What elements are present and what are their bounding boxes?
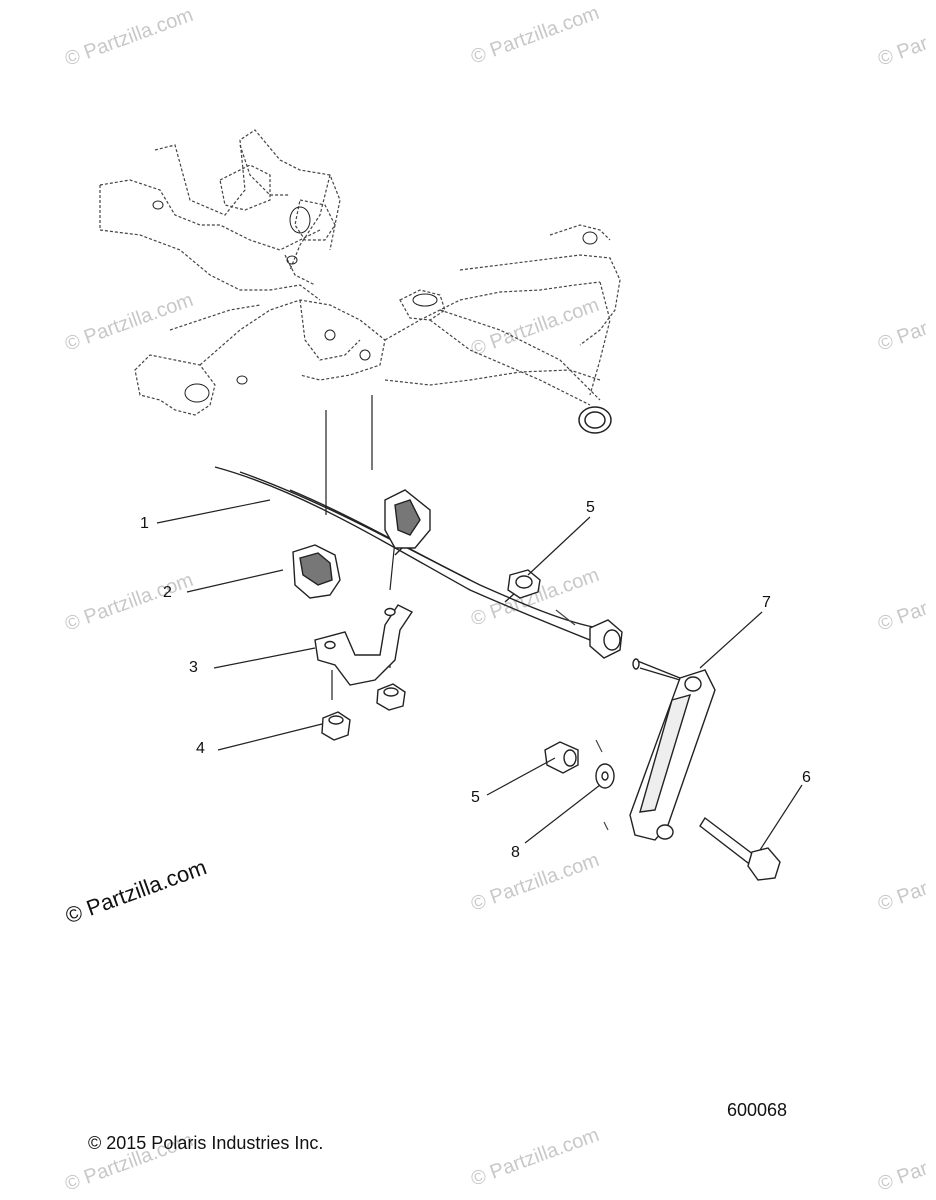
link-arm: [629, 658, 716, 841]
ball-joint: [578, 406, 612, 434]
nut-part4-upper: [376, 683, 406, 711]
motion-arrows: [555, 609, 609, 831]
bushing-upper: [384, 489, 431, 549]
bar-end-nut: [589, 619, 623, 659]
flange-nut-upper: [507, 569, 541, 599]
flange-nut-lower: [544, 741, 579, 774]
callout-5-lower: 5: [471, 789, 480, 806]
leader-lines: [156, 499, 803, 851]
washer: [595, 763, 615, 789]
callout-2: 2: [163, 584, 172, 601]
callout-8: 8: [511, 844, 520, 861]
bracket: [314, 604, 414, 686]
bolt: [699, 816, 781, 881]
nut-part4: [321, 711, 351, 741]
bushing-lower: [292, 544, 341, 599]
copyright-text: © 2015 Polaris Industries Inc.: [88, 1133, 324, 1153]
callout-3: 3: [189, 659, 198, 676]
vehicle-frame: [99, 129, 621, 416]
callout-7: 7: [762, 594, 771, 611]
stabilizer-bar: [214, 466, 599, 641]
callout-1: 1: [140, 515, 149, 532]
callout-5-upper: 5: [586, 499, 595, 516]
callout-4: 4: [196, 740, 205, 757]
callout-6: 6: [802, 769, 811, 786]
frame-details: [152, 200, 598, 403]
reference-number: 600068: [727, 1100, 788, 1120]
